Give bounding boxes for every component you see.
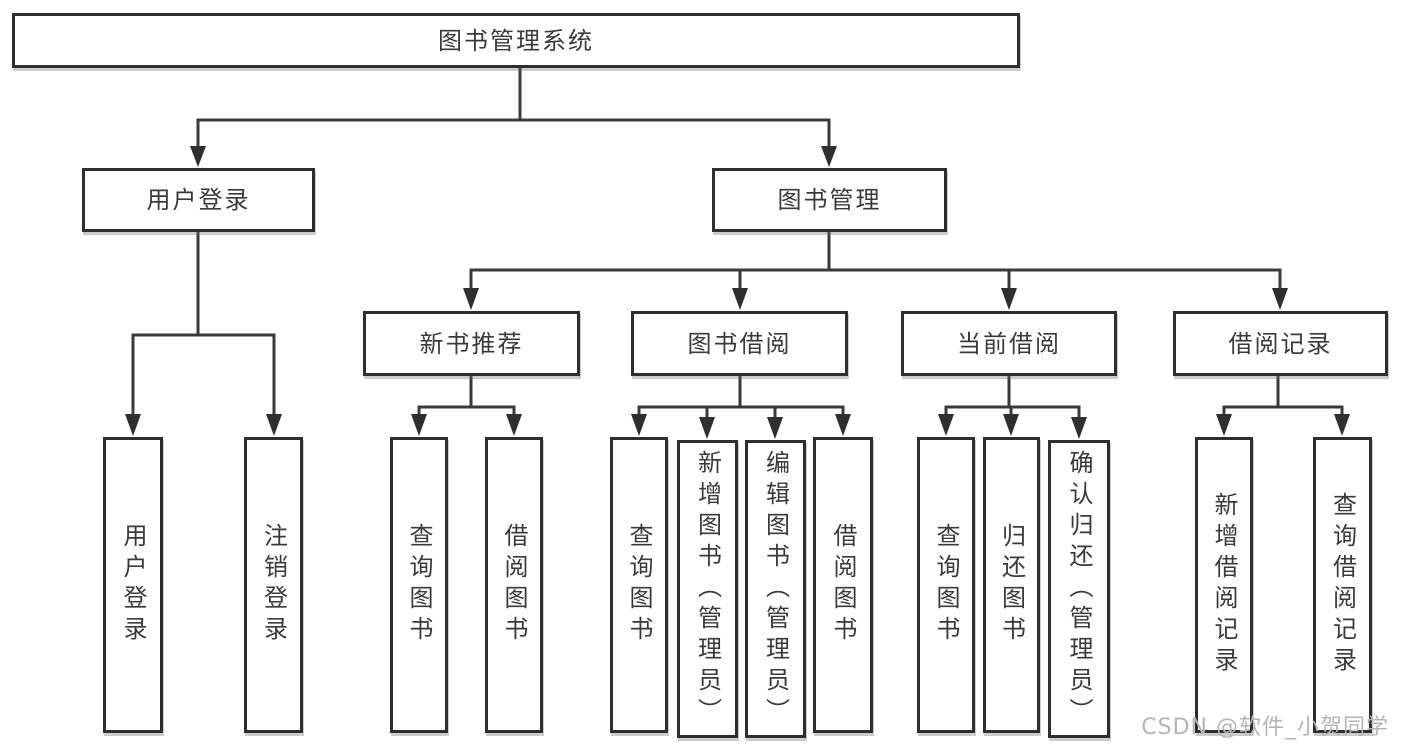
node-label: 图书管理系统 [438,26,594,55]
node-new-book-recommend: 新书推荐 [363,311,580,376]
leaf-query-borrow-record: 查询借阅记录 [1313,437,1372,733]
leaf-label: 查询图书 [625,523,653,647]
node-label: 图书管理 [777,186,882,214]
csdn-watermark: CSDN @软件_小贺同学 [1141,715,1389,740]
leaf-borrow-borrow-books: 借阅图书 [813,437,873,733]
node-book-borrow: 图书借阅 [631,311,848,376]
leaf-label: 借阅图书 [500,523,528,647]
leaf-newbooks-borrow-books: 借阅图书 [485,437,543,733]
leaf-label: 确认归还（管理员） [1065,449,1093,729]
leaf-label: 查询图书 [405,523,433,647]
arrowhead-icons [125,146,1350,439]
leaf-label: 借阅图书 [829,523,857,647]
leaf-newbooks-query-books: 查询图书 [390,437,448,733]
leaf-return-books: 归还图书 [983,437,1040,733]
node-borrow-records: 借阅记录 [1173,311,1388,376]
node-library-system-root: 图书管理系统 [12,13,1020,68]
node-book-management: 图书管理 [712,168,947,232]
node-user-login: 用户登录 [82,168,315,232]
leaf-label: 编辑图书（管理员） [761,449,790,729]
node-label: 借阅记录 [1228,329,1333,358]
leaf-borrow-query-books: 查询图书 [610,437,668,733]
leaf-label: 查询图书 [932,523,960,647]
leaf-edit-books-admin: 编辑图书（管理员） [745,440,806,738]
leaf-add-books-admin: 新增图书（管理员） [677,440,738,738]
node-label: 图书借阅 [687,329,792,358]
node-current-borrow: 当前借阅 [901,311,1117,376]
node-label: 用户登录 [146,186,251,214]
leaf-label: 查询借阅记录 [1328,492,1357,678]
leaf-confirm-return-admin: 确认归还（管理员） [1048,440,1110,738]
leaf-add-borrow-record: 新增借阅记录 [1195,437,1253,733]
leaf-label: 注销登录 [259,523,288,647]
leaf-label: 用户登录 [119,523,147,647]
leaf-label: 新增借阅记录 [1210,492,1238,678]
node-label: 新书推荐 [419,329,524,358]
node-label: 当前借阅 [957,329,1061,358]
leaf-logout: 注销登录 [244,437,303,733]
leaf-label: 新增图书（管理员） [693,449,722,729]
leaf-current-query-books: 查询图书 [917,437,975,733]
leaf-user-login: 用户登录 [103,437,163,733]
leaf-label: 归还图书 [997,523,1026,647]
